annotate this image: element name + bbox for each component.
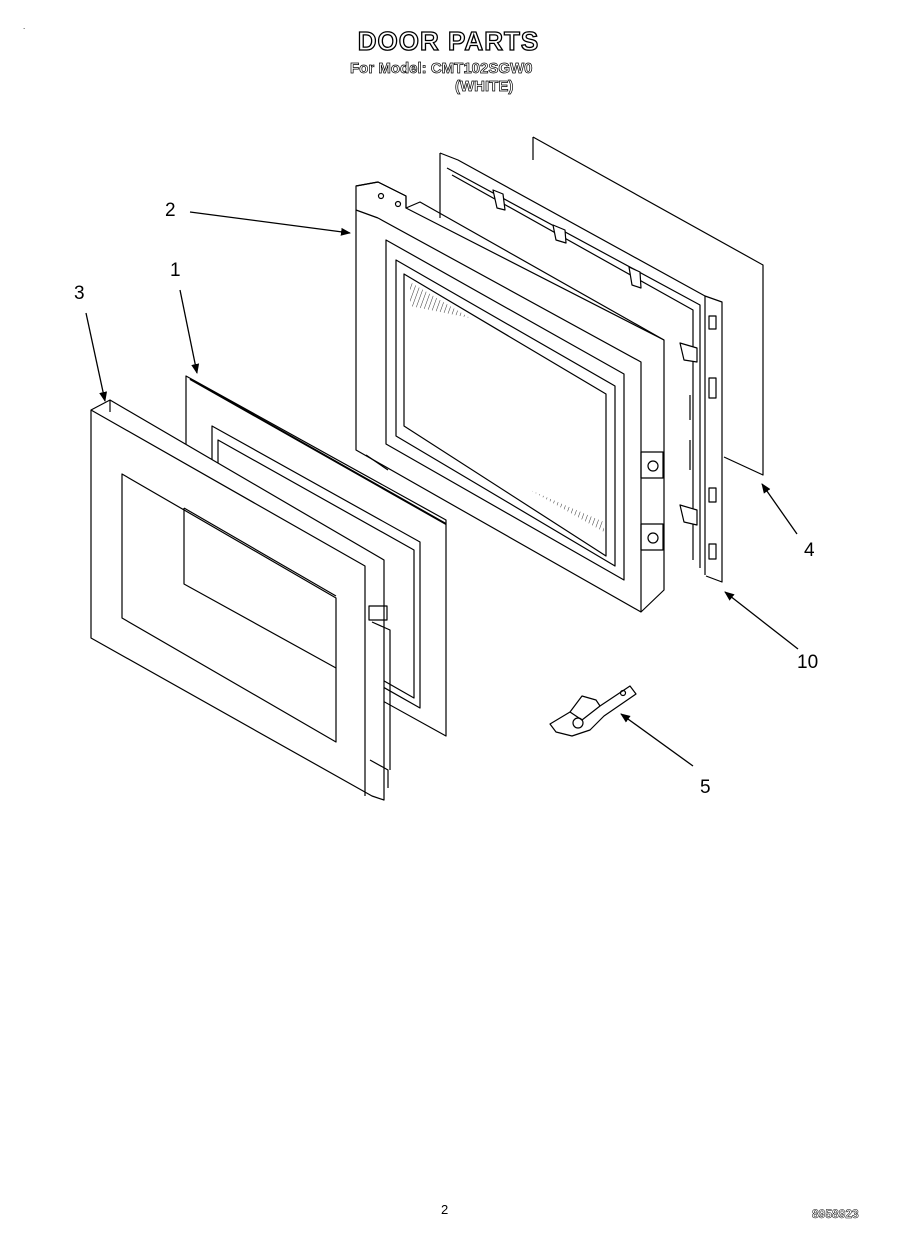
callout-label-10: 10 — [797, 652, 819, 673]
page-number: 2 — [441, 1202, 449, 1217]
document-code: 8958923 — [812, 1207, 859, 1222]
leader-arrow-10 — [724, 591, 799, 650]
leader-arrow-2 — [189, 211, 351, 236]
model-line: For Model: CMT102SGW0 — [350, 60, 533, 78]
part-3-outer-door — [90, 399, 391, 801]
part-2-inner-door-frame — [355, 181, 665, 613]
callout-label-2: 2 — [165, 200, 176, 221]
callout-label-4: 4 — [804, 540, 815, 561]
corner-mark: . — [23, 22, 26, 31]
callout-label-5: 5 — [700, 777, 711, 798]
leader-arrow-4 — [761, 483, 798, 535]
leader-arrow-1 — [179, 289, 200, 374]
callout-label-3: 3 — [74, 283, 85, 304]
part-4-shield-sheet — [532, 136, 764, 476]
part-5-latch-hook — [549, 685, 637, 737]
page-title: DOOR PARTS — [357, 25, 540, 56]
leader-arrow-3 — [85, 312, 108, 402]
variant-label: (WHITE) — [455, 78, 514, 96]
callout-label-1: 1 — [170, 260, 181, 281]
leader-arrow-5 — [620, 713, 694, 767]
part-10-hinge-latch-assembly — [439, 152, 723, 583]
